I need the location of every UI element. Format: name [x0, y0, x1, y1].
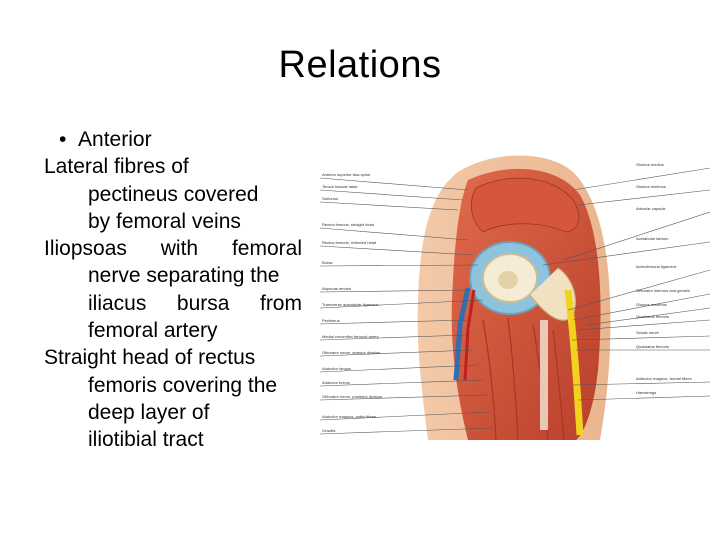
- bullet-marker: •: [59, 128, 67, 151]
- figure-label-left: Sartorius: [322, 196, 338, 201]
- word: bursa: [176, 291, 230, 315]
- femoral-vessels: [453, 287, 471, 381]
- leader-lines-right: [542, 167, 710, 401]
- figure-label-right: Gluteus medius: [636, 162, 664, 167]
- leader-lines-left: [319, 177, 494, 435]
- thigh-muscle: [482, 319, 497, 440]
- figure-label-left: Adductor brevis: [322, 380, 350, 385]
- figure-label-right: Adductor magnus, ischial fibres: [636, 376, 692, 381]
- figure-label-left: Gracilis: [322, 428, 335, 433]
- figure-label-right: Gluteus minimus: [636, 184, 666, 189]
- femoral-artery: [463, 289, 476, 381]
- figure-label-left: Rectus femoris, reflected head: [322, 240, 376, 245]
- body-line: pectineus covered: [88, 182, 259, 206]
- figure-label-left: Bursa: [322, 260, 333, 265]
- figure-label-left: Adductor magnus, pubic fibres: [322, 414, 376, 419]
- body-line: iliotibial tract: [88, 428, 204, 452]
- figure-label-right: Acetabular labrum: [636, 236, 669, 241]
- body-line: iliacus bursa from: [44, 290, 302, 317]
- figure-label-left: Anterior superior iliac spine: [322, 172, 371, 177]
- figure-label-left: Obturator nerve, anterior division: [322, 350, 380, 355]
- word: iliacus: [88, 291, 147, 315]
- slide-title: Relations: [278, 44, 442, 86]
- figure-label-right: Hamstrings: [636, 390, 656, 395]
- figure-label-left: Rectus femoris, straight head: [322, 222, 374, 227]
- body-line: Straight head of rectus: [44, 346, 256, 370]
- body-line: deep layer of: [88, 400, 210, 424]
- figure-label-left: Adductor longus: [322, 366, 351, 371]
- word: from: [259, 291, 302, 315]
- body-line: Iliopsoas with femoral: [44, 235, 302, 262]
- figure-label-right: Sciatic nerve: [636, 330, 660, 335]
- figure-label-right: Ischiofemoral ligament: [636, 264, 677, 269]
- word: with: [160, 237, 199, 261]
- body-line: femoral artery: [88, 319, 218, 343]
- figure-label-left: Medial circumflex femoral artery: [322, 334, 379, 339]
- sciatic-nerve: [564, 289, 584, 436]
- tendon-band: [540, 320, 548, 430]
- bullet-line: • Anterior: [44, 126, 306, 153]
- gluteal-muscle: [470, 177, 580, 233]
- bullet-label: Anterior: [78, 128, 152, 151]
- figure-label-left: Pectineus: [322, 318, 340, 323]
- body-line: femoris covering the: [88, 373, 278, 397]
- slide-body: • Anterior Lateral fibres of pectineus c…: [44, 126, 306, 454]
- thigh-muscle: [507, 317, 519, 440]
- figure-label-right: Quadratus femoris: [636, 344, 669, 349]
- body-line: nerve separating the: [88, 264, 280, 288]
- figure-label-left: Obturator nerve, posterior division: [322, 394, 382, 399]
- thigh-muscle: [552, 329, 565, 440]
- figure-label-right: Obturator internus and gemelli: [636, 288, 690, 293]
- figure-label-left: Iliopsoas tendon: [322, 286, 351, 291]
- body-line: by femoral veins: [88, 209, 241, 233]
- figure-label-right: Gluteus maximus: [636, 302, 667, 307]
- body-line: Lateral fibres of: [44, 155, 189, 179]
- figure-label-right: Articular capsule: [636, 206, 666, 211]
- figure-label-right: Quadratus femoris: [636, 314, 669, 319]
- figure-label-left: Tensor fasciae latae: [322, 184, 358, 189]
- fovea: [498, 271, 518, 289]
- figure-label-left: Transverse acetabular ligament: [322, 302, 379, 307]
- word: Iliopsoas: [44, 237, 127, 261]
- word: femoral: [231, 237, 302, 261]
